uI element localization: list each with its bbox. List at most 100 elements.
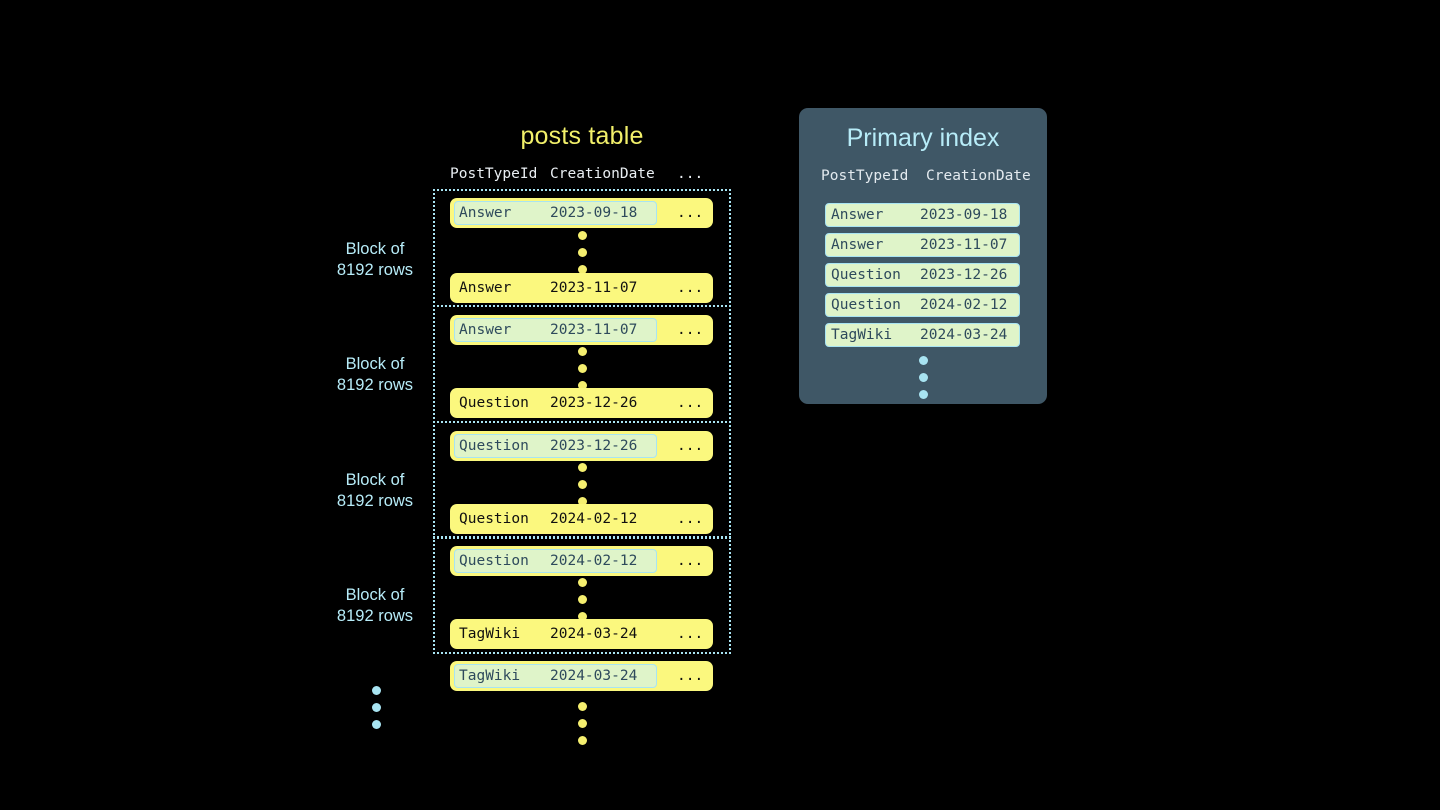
- index-key-chip: [454, 318, 657, 342]
- row-creationdate: 2023-12-26: [550, 438, 638, 454]
- row-more: ...: [677, 322, 704, 338]
- index-entry-posttypeid: TagWiki: [831, 327, 893, 343]
- block-label-line2: 8192 rows: [336, 492, 414, 510]
- row-more: ...: [677, 553, 704, 569]
- index-entry-creationdate: 2023-09-18: [920, 207, 1008, 223]
- row-posttypeid: TagWiki: [459, 668, 521, 684]
- blocks-continuation-ellipsis: [370, 686, 382, 729]
- row-posttypeid: Answer: [459, 205, 512, 221]
- row-creationdate: 2023-12-26: [550, 395, 638, 411]
- ellipsis-dot: [577, 497, 587, 506]
- posts-row-block4-last[interactable]: TagWiki 2024-03-24 ...: [450, 619, 713, 649]
- block-label-line2: 8192 rows: [336, 607, 414, 625]
- posts-block-3-label: Block of 8192 rows: [300, 470, 450, 512]
- row-posttypeid: Question: [459, 553, 529, 569]
- posts-row-block3-last[interactable]: Question 2024-02-12 ...: [450, 504, 713, 534]
- ellipsis-dot: [577, 480, 587, 489]
- posts-row-block2-last[interactable]: Question 2023-12-26 ...: [450, 388, 713, 418]
- primary-index-ellipsis: [917, 356, 929, 399]
- row-more: ...: [677, 511, 704, 527]
- row-posttypeid: Question: [459, 511, 529, 527]
- index-key-chip: [454, 549, 657, 573]
- row-more: ...: [677, 626, 704, 642]
- row-creationdate: 2024-03-24: [550, 626, 638, 642]
- posts-block-3: [433, 421, 731, 539]
- posts-block2-ellipsis: [576, 347, 588, 390]
- row-more: ...: [677, 205, 704, 221]
- ellipsis-dot: [577, 265, 587, 274]
- posts-row-block1-last[interactable]: Answer 2023-11-07 ...: [450, 273, 713, 303]
- block-label-line1: Block of: [345, 471, 405, 489]
- index-entry-creationdate: 2023-11-07: [920, 237, 1008, 253]
- index-entry-posttypeid: Answer: [831, 207, 884, 223]
- ellipsis-dot: [918, 356, 928, 365]
- ellipsis-dot: [918, 373, 928, 382]
- ellipsis-dot: [577, 231, 587, 240]
- ellipsis-dot: [577, 463, 587, 472]
- primary-index-entry[interactable]: Answer 2023-11-07: [825, 233, 1020, 257]
- posts-block-4-label: Block of 8192 rows: [300, 585, 450, 627]
- row-more: ...: [677, 668, 704, 684]
- ellipsis-dot: [577, 612, 587, 621]
- ellipsis-dot: [918, 390, 928, 399]
- ellipsis-dot: [371, 703, 381, 712]
- ellipsis-dot: [577, 248, 587, 257]
- ellipsis-dot: [371, 720, 381, 729]
- row-creationdate: 2023-11-07: [550, 280, 638, 296]
- index-column-header-creationdate: CreationDate: [926, 168, 1031, 184]
- block-label-line1: Block of: [345, 240, 405, 258]
- posts-row-block3-first[interactable]: Question 2023-12-26 ...: [450, 431, 713, 461]
- row-more: ...: [677, 280, 704, 296]
- ellipsis-dot: [371, 686, 381, 695]
- ellipsis-dot: [577, 381, 587, 390]
- row-posttypeid: Answer: [459, 322, 512, 338]
- ellipsis-dot: [577, 595, 587, 604]
- index-entry-posttypeid: Answer: [831, 237, 884, 253]
- column-header-more: ...: [677, 166, 704, 182]
- posts-block-4: [433, 536, 731, 654]
- primary-index-column-headers: PostTypeId CreationDate: [821, 168, 1031, 188]
- row-more: ...: [677, 438, 704, 454]
- posts-block1-ellipsis: [576, 231, 588, 274]
- ellipsis-dot: [577, 719, 587, 728]
- row-creationdate: 2023-11-07: [550, 322, 638, 338]
- ellipsis-dot: [577, 347, 587, 356]
- posts-row-block1-first[interactable]: Answer 2023-09-18 ...: [450, 198, 713, 228]
- index-key-chip: [454, 201, 657, 225]
- row-posttypeid: Question: [459, 438, 529, 454]
- block-label-line2: 8192 rows: [336, 376, 414, 394]
- posts-row-block2-first[interactable]: Answer 2023-11-07 ...: [450, 315, 713, 345]
- ellipsis-dot: [577, 578, 587, 587]
- row-posttypeid: Question: [459, 395, 529, 411]
- row-creationdate: 2024-03-24: [550, 668, 638, 684]
- primary-index-entry[interactable]: Question 2023-12-26: [825, 263, 1020, 287]
- row-creationdate: 2024-02-12: [550, 511, 638, 527]
- column-header-creationdate: CreationDate: [550, 166, 655, 182]
- row-posttypeid: TagWiki: [459, 626, 521, 642]
- posts-row-trailing[interactable]: TagWiki 2024-03-24 ...: [450, 661, 713, 691]
- index-entry-creationdate: 2023-12-26: [920, 267, 1008, 283]
- ellipsis-dot: [577, 702, 587, 711]
- index-column-header-posttypeid: PostTypeId: [821, 168, 909, 184]
- primary-index-title: Primary index: [846, 124, 1000, 152]
- index-entry-creationdate: 2024-02-12: [920, 297, 1008, 313]
- primary-index-entry[interactable]: Question 2024-02-12: [825, 293, 1020, 317]
- index-key-chip: [454, 664, 657, 688]
- primary-index-entry[interactable]: TagWiki 2024-03-24: [825, 323, 1020, 347]
- primary-index-panel: Primary index PostTypeId CreationDate An…: [799, 108, 1047, 404]
- block-label-line2: 8192 rows: [336, 261, 414, 279]
- posts-table-column-headers: PostTypeId CreationDate ...: [450, 166, 713, 186]
- block-label-line1: Block of: [345, 586, 405, 604]
- posts-row-block4-first[interactable]: Question 2024-02-12 ...: [450, 546, 713, 576]
- column-header-posttypeid: PostTypeId: [450, 166, 538, 182]
- posts-table-title: posts table: [520, 122, 644, 150]
- posts-block4-ellipsis: [576, 578, 588, 621]
- row-creationdate: 2024-02-12: [550, 553, 638, 569]
- index-entry-posttypeid: Question: [831, 297, 901, 313]
- primary-index-entry[interactable]: Answer 2023-09-18: [825, 203, 1020, 227]
- posts-block-2-label: Block of 8192 rows: [300, 354, 450, 396]
- index-key-chip: [454, 434, 657, 458]
- row-more: ...: [677, 395, 704, 411]
- index-entry-posttypeid: Question: [831, 267, 901, 283]
